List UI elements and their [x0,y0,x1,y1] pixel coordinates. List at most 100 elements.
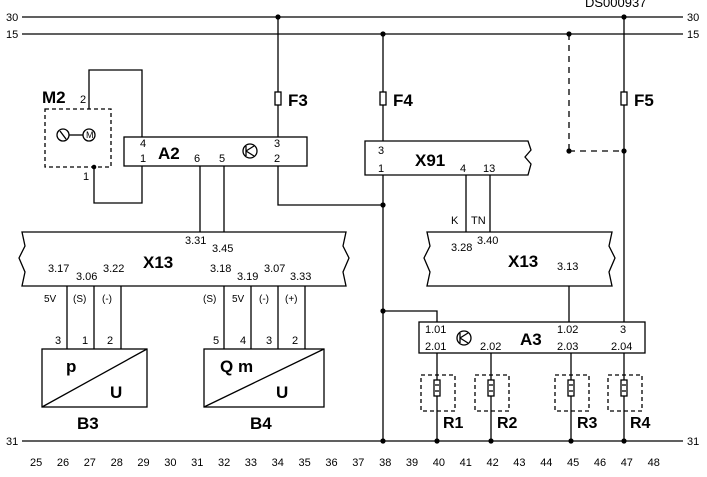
a2-pin-5: 5 [219,153,225,165]
ruler-number-42: 42 [487,457,499,469]
ruler-number-33: 33 [245,457,257,469]
x13-right-label: X13 [508,252,538,271]
ruler-number-35: 35 [299,457,311,469]
resistor-r3: R3 [554,353,598,444]
b4-pin-4: 4 [240,335,246,347]
m2-motor-icon: M [56,128,96,142]
x91-label: X91 [415,151,445,170]
ruler-number-27: 27 [84,457,96,469]
a3-pin-1-01: 1.01 [425,324,446,336]
rail-15-label-left: 15 [6,29,18,41]
x13-pin-3-13: 3.13 [557,261,578,273]
component-b3: 5V (S) (-) 3 1 2 p U B3 [41,286,148,433]
m2-pin-2: 2 [80,94,86,106]
ruler-number-30: 30 [164,457,176,469]
ruler-number-31: 31 [191,457,203,469]
b3-symbol-top: p [66,357,76,376]
b4-symbol-bottom: U [276,383,288,402]
component-a3: 1.01 2.01 2.02 A3 1.02 2.03 3 2.04 [418,321,646,354]
b4-pin-3: 3 [266,335,272,347]
ruler-number-45: 45 [567,457,579,469]
x91-pin-1: 1 [378,163,384,175]
b4-signal-s: (S) [203,294,216,305]
b4-signal-5v: 5V [232,294,245,305]
b4-pin-5: 5 [213,335,219,347]
x13-left-label: X13 [143,253,173,272]
a3-pin-2-04: 2.04 [611,341,632,353]
a3-pin-3: 3 [620,324,626,336]
b4-symbol-top: Q m [220,357,253,376]
resistor-r3-label: R3 [577,415,598,432]
x91-pin-13: 13 [483,163,495,175]
ruler-number-41: 41 [460,457,472,469]
fuse-f4: F4 [379,31,413,141]
x13-pin-3-31: 3.31 [185,235,206,247]
fuse-f5-label: F5 [634,91,654,110]
resistor-r1: R1 [420,353,464,444]
x13-pin-3-18: 3.18 [210,263,231,275]
ruler-number-29: 29 [137,457,149,469]
component-m2: M2 2 M 1 [42,69,143,204]
doc-id: DS000937 [585,0,646,10]
rail-15-label-right: 15 [687,29,699,41]
x13-pin-3-28: 3.28 [451,242,472,254]
b4-label: B4 [250,414,272,433]
x91-wire-k: K [451,215,459,227]
x13-pin-3-17: 3.17 [48,263,69,275]
b3-symbol-bottom: U [110,383,122,402]
b3-signal-5v: 5V [44,294,57,305]
x13-pin-3-22: 3.22 [103,263,124,275]
component-x13-right: X13 3.28 3.40 3.13 [423,231,616,322]
svg-text:M: M [86,130,94,140]
rail-31-label-left: 31 [6,436,18,448]
x91-pin-4: 4 [460,163,466,175]
resistor-r4-label: R4 [630,415,651,432]
fuse-f3: F3 [274,14,308,137]
rail-30-label-left: 30 [6,12,18,24]
fuse-f4-label: F4 [393,91,413,110]
b3-pin-2: 2 [107,335,113,347]
ruler-number-40: 40 [433,457,445,469]
a2-pin-3: 3 [274,138,280,150]
m2-label: M2 [42,88,66,107]
ruler-number-32: 32 [218,457,230,469]
x13-pin-3-06: 3.06 [76,271,97,283]
a3-transistor-icon [456,330,472,346]
a2-pin-2: 2 [274,153,280,165]
a2-transistor-icon [242,143,258,159]
x13-pin-3-19: 3.19 [237,271,258,283]
a3-pin-1-02: 1.02 [557,324,578,336]
b4-signal-minus: (-) [259,294,269,305]
a3-pin-2-01: 2.01 [425,341,446,353]
feed-line-38 [380,175,438,444]
x13-pin-3-33: 3.33 [290,271,311,283]
resistor-r2-label: R2 [497,415,518,432]
ruler-number-46: 46 [594,457,606,469]
rail-31-label-right: 31 [687,436,699,448]
ruler-number-38: 38 [379,457,391,469]
a3-pin-2-02: 2.02 [480,341,501,353]
fuse-f5: F5 [566,14,654,322]
fuse-f3-label: F3 [288,91,308,110]
a2-pin-4: 4 [140,138,146,150]
a2-label: A2 [158,144,180,163]
ruler-number-36: 36 [325,457,337,469]
ruler-number-48: 48 [648,457,660,469]
b3-signal-minus: (-) [102,294,112,305]
rail-30: 30 30 [6,12,699,24]
ruler-number-43: 43 [513,457,525,469]
x13-pin-3-40: 3.40 [477,235,498,247]
ruler-number-34: 34 [272,457,284,469]
component-b4: (S) 5V (-) (+) 5 4 3 2 Q m U B4 [203,286,325,433]
x91-wire-tn: TN [471,215,486,227]
component-a2: A2 4 1 6 5 3 2 [123,136,383,232]
m2-pin-1: 1 [83,171,89,183]
ruler-number-47: 47 [621,457,633,469]
ruler-number-39: 39 [406,457,418,469]
a2-pin-1: 1 [140,153,146,165]
component-x13-left: X13 3.31 3.45 3.17 3.06 3.22 3.18 3.19 3… [18,231,350,287]
ruler-number-37: 37 [352,457,364,469]
x13-pin-3-45: 3.45 [212,243,233,255]
